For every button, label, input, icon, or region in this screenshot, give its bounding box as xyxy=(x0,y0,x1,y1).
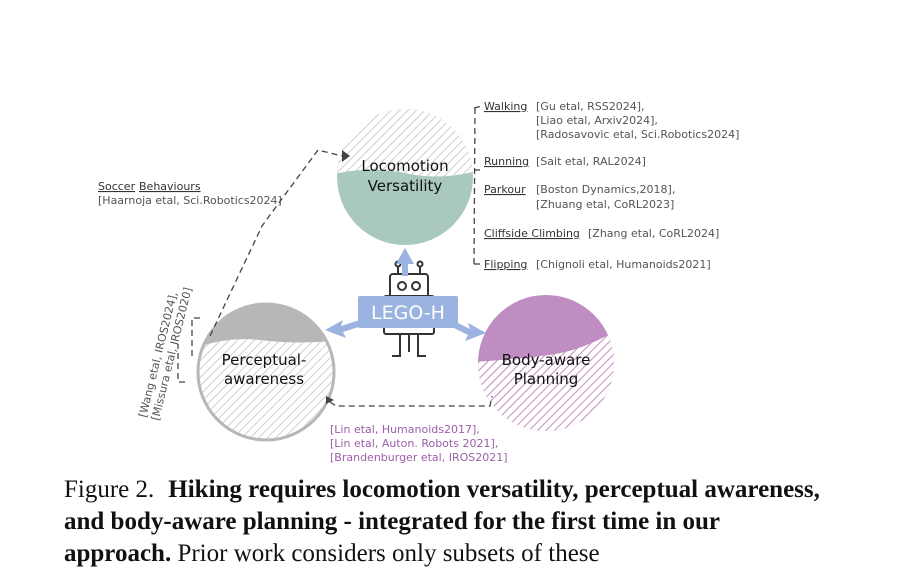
ref-parkour-2: [Zhuang etal, CoRL2023] xyxy=(536,198,674,211)
caption-bold: Hiking requires locomotion versatility, … xyxy=(64,476,820,567)
soccer-label-a: Soccer xyxy=(98,180,136,193)
caption-label: Figure 2. xyxy=(64,476,155,503)
perceptual-label-2: awareness xyxy=(224,370,304,388)
soccer-ref: Soccer Behaviours [Haarnoja etal, Sci.Ro… xyxy=(98,180,282,207)
ref-walking-1: [Gu etal, RSS2024], xyxy=(536,100,645,113)
ref-planning-3: [Brandenburger etal, IROS2021] xyxy=(330,451,508,464)
soccer-label-b: Behaviours xyxy=(139,180,201,193)
ref-parkour-1: [Boston Dynamics,2018], xyxy=(536,183,675,196)
skill-cliffside: Cliffside Climbing xyxy=(484,227,580,240)
center-arrows xyxy=(325,248,486,341)
skill-parkour: Parkour xyxy=(484,183,526,196)
skill-walking: Walking xyxy=(484,100,527,113)
planning-label-1: Body-aware xyxy=(502,351,591,369)
locomotion-refs: Walking [Gu etal, RSS2024], [Liao etal, … xyxy=(484,100,739,271)
perception-refs: [Wang etal, IROS2024], [Missura etal, IR… xyxy=(136,286,194,422)
perceptual-label-1: Perceptual- xyxy=(222,351,307,369)
figure-caption: Figure 2.Hiking requires locomotion vers… xyxy=(64,474,824,570)
locomotion-label-2: Versatility xyxy=(368,177,443,195)
ref-walking-3: [Radosavovic etal, Sci.Robotics2024] xyxy=(536,128,739,141)
ref-running-1: [Sait etal, RAL2024] xyxy=(536,155,646,168)
ref-walking-2: [Liao etal, Arxiv2024], xyxy=(536,114,658,127)
lego-h-badge: LEGO-H xyxy=(358,296,458,328)
ref-planning-1: [Lin etal, Humanoids2017], xyxy=(330,423,480,436)
skill-running: Running xyxy=(484,155,529,168)
perceptual-circle: Perceptual- awareness xyxy=(196,302,336,442)
caption-rest: Prior work considers only subsets of the… xyxy=(177,540,600,567)
lego-h-label: LEGO-H xyxy=(371,302,445,324)
skill-flipping: Flipping xyxy=(484,258,527,271)
ref-planning-2: [Lin etal, Auton. Robots 2021], xyxy=(330,437,498,450)
locomotion-circle: Locomotion Versatility xyxy=(337,109,473,245)
planning-circle: Body-aware Planning xyxy=(478,295,614,431)
dashed-connectors xyxy=(177,105,493,407)
figure-diagram: Locomotion Versatility Perceptual- aware… xyxy=(98,100,739,464)
planning-refs: [Lin etal, Humanoids2017], [Lin etal, Au… xyxy=(330,423,508,464)
soccer-ref-text: [Haarnoja etal, Sci.Robotics2024] xyxy=(98,194,282,207)
locomotion-label-1: Locomotion xyxy=(361,157,448,175)
planning-label-2: Planning xyxy=(514,370,579,388)
ref-cliffside-1: [Zhang etal, CoRL2024] xyxy=(588,227,719,240)
ref-flipping-1: [Chignoli etal, Humanoids2021] xyxy=(536,258,711,271)
